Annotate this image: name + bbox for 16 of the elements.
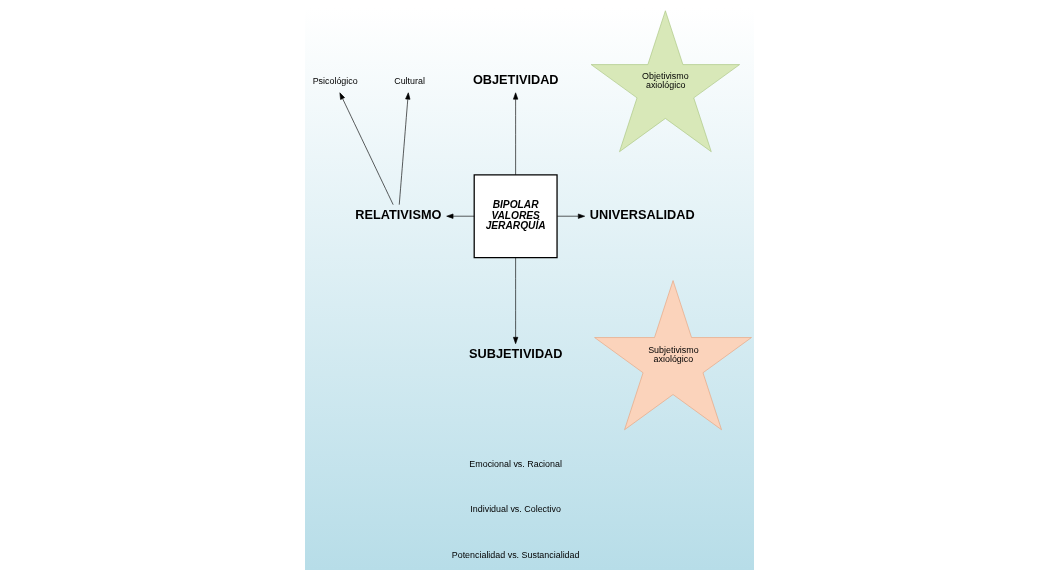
node-text: RELATIVISMO xyxy=(354,206,441,222)
node-text: Psicológico xyxy=(312,75,358,86)
node-text: UNIVERSALIDAD xyxy=(589,206,695,222)
node-text: SUBJETIVIDAD xyxy=(468,345,563,361)
label: Individual vs. Colectivo xyxy=(469,504,561,515)
node-box: BIPOLAR VALORES JERARQUÍA xyxy=(473,174,558,259)
arrow xyxy=(339,92,393,205)
arrow xyxy=(556,213,585,219)
node-text: OBJETIVIDAD xyxy=(472,71,559,87)
arrow xyxy=(512,92,518,176)
arrow xyxy=(445,213,474,219)
arrow xyxy=(398,92,410,205)
label: Emocional vs. Racional xyxy=(468,458,562,469)
node-text: Cultural xyxy=(393,75,425,86)
label: Potencialidad vs. Sustancialidad xyxy=(451,550,579,561)
arrow xyxy=(512,257,518,344)
